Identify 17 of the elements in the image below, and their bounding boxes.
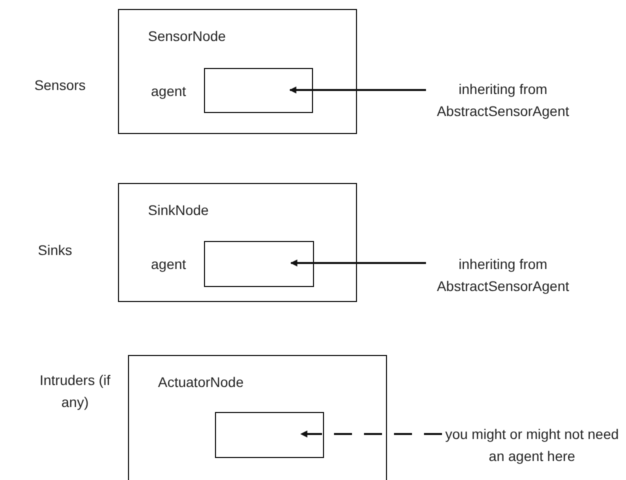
node-title: ActuatorNode: [158, 373, 244, 392]
note-text: inheriting from AbstractSensorAgent: [428, 253, 578, 297]
node-box: [128, 355, 387, 480]
arrow: [300, 430, 442, 438]
arrow: [290, 260, 426, 266]
node-title: SensorNode: [148, 27, 226, 46]
node-title: SinkNode: [148, 201, 209, 220]
note-text: inheriting from AbstractSensorAgent: [428, 78, 578, 122]
agent-label: agent: [151, 82, 186, 101]
node-box: [118, 9, 357, 134]
node-box: [118, 183, 357, 302]
row-label: Sinks: [36, 241, 74, 260]
note-text: you might or might not need an agent here: [444, 423, 620, 467]
row-label: Sensors: [33, 76, 87, 95]
arrow: [289, 86, 426, 94]
row-label: Intruders (if any): [38, 371, 112, 412]
agent-label: agent: [151, 255, 186, 274]
